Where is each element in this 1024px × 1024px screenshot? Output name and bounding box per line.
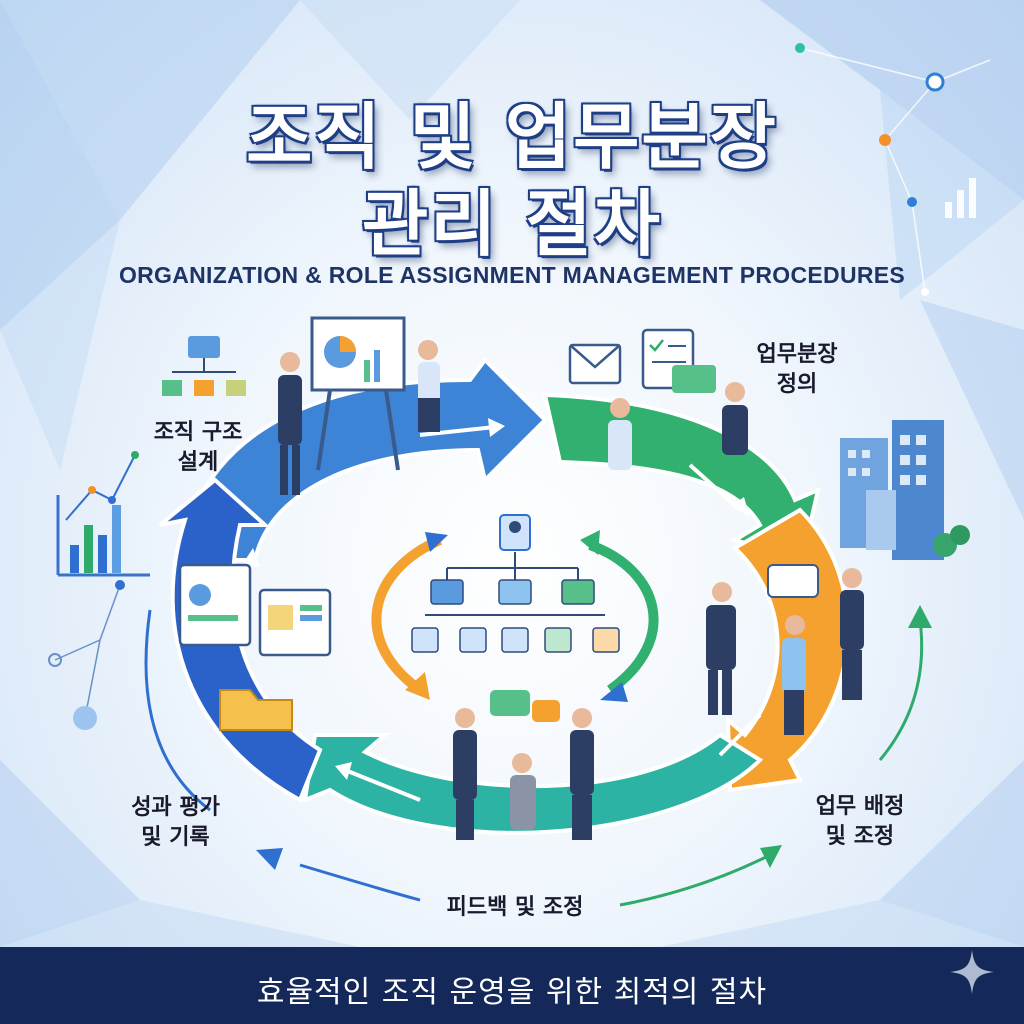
step-task-assignment: 업무 배정 및 조정 bbox=[815, 794, 905, 849]
title-line-2: 관리 절차 bbox=[361, 182, 663, 266]
step-role-definition: 업무분장 정의 bbox=[756, 342, 838, 397]
documents-icon bbox=[178, 563, 332, 657]
cycle-arrow-teal bbox=[302, 732, 764, 835]
subtitle: ORGANIZATION & ROLE ASSIGNMENT MANAGEMEN… bbox=[118, 262, 906, 288]
chat-bubbles-icon bbox=[490, 564, 819, 722]
footer-text: 효율적인 조직 운영을 위한 최적의 절차 bbox=[256, 975, 768, 1010]
step-feedback-adjustment: 피드백 및 조정 bbox=[446, 895, 584, 920]
network-decoration-left bbox=[48, 580, 125, 730]
hierarchy-icon bbox=[162, 336, 246, 396]
step-org-structure-design: 조직 구조 설계 bbox=[153, 420, 243, 475]
thin-arrow-left bbox=[144, 609, 211, 812]
cycle-arrow-blue-top bbox=[177, 356, 548, 562]
thin-arrow-bottom-right bbox=[619, 853, 771, 907]
footer-banner: 효율적인 조직 운영을 위한 최적의 절차 bbox=[0, 947, 1024, 1024]
folder-icon bbox=[219, 689, 293, 731]
checklist-icon bbox=[641, 328, 716, 393]
thin-arrow-right bbox=[878, 619, 924, 761]
network-decoration bbox=[795, 43, 991, 296]
people-illustrations bbox=[278, 340, 864, 840]
inner-cycle-arrows bbox=[371, 530, 659, 702]
chart-decoration-left bbox=[56, 451, 150, 577]
envelope-icon bbox=[568, 343, 622, 385]
bar-chart-decoration-right bbox=[945, 178, 976, 218]
presentation-board-icon bbox=[310, 316, 406, 471]
buildings-decoration bbox=[840, 420, 970, 560]
step-performance-evaluation: 성과 평가 및 기록 bbox=[131, 795, 220, 850]
org-chart bbox=[411, 514, 620, 653]
title-line-1: 조직 및 업무분장 bbox=[246, 95, 778, 179]
thin-arrow-bottom-left bbox=[299, 863, 421, 902]
sparkle-icon bbox=[950, 950, 994, 994]
